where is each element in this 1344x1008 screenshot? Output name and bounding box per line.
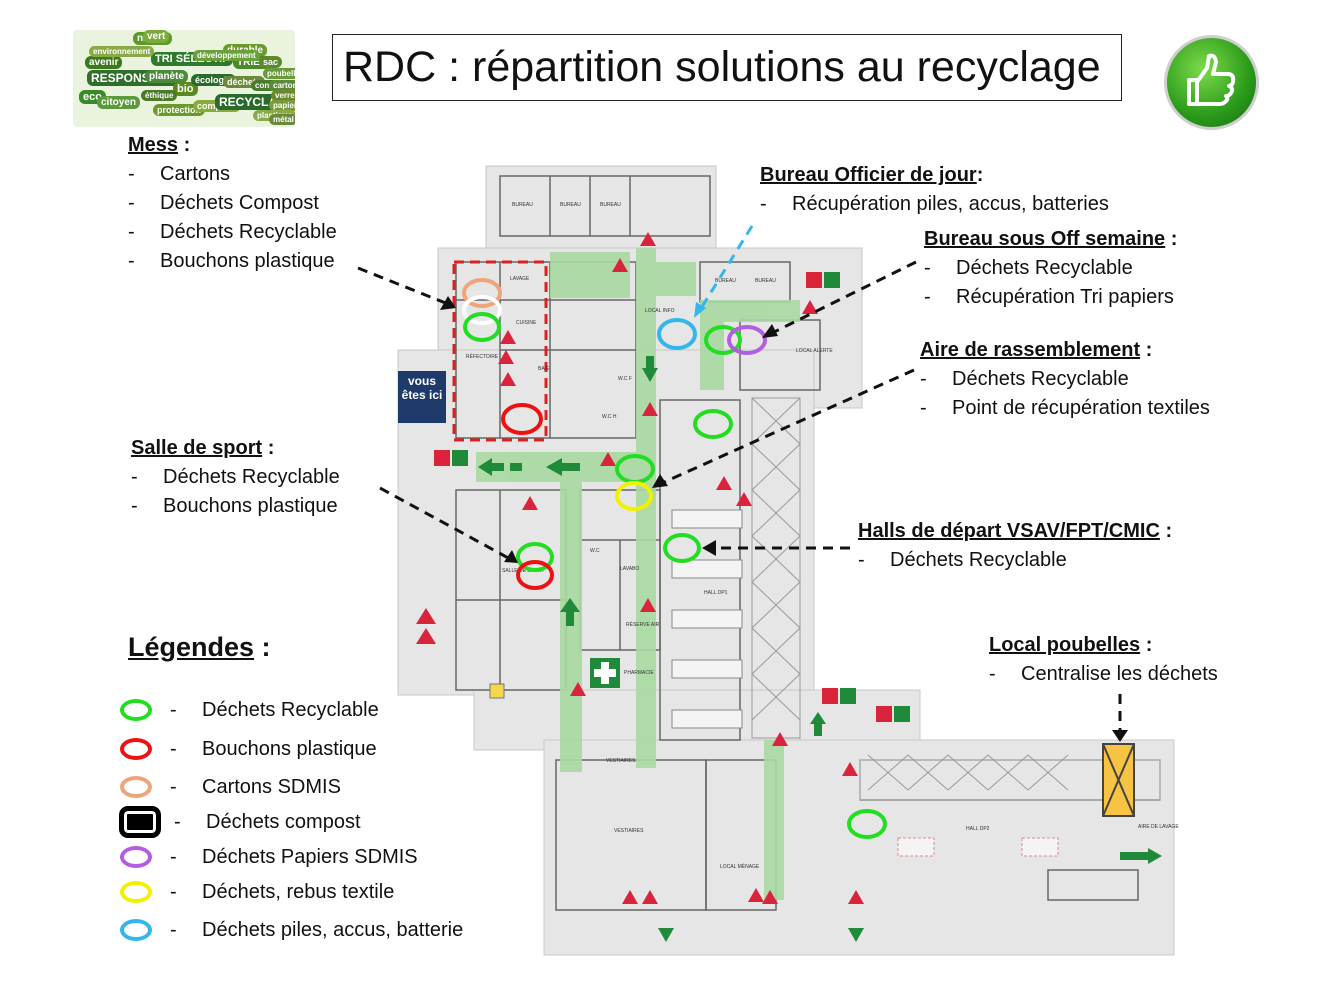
legend-item: -Bouchons plastique [120,732,377,766]
logo-word: vert [143,30,170,43]
logo-word: éthique [141,90,178,101]
legend-ring-icon [120,807,160,837]
legend-item-label: Déchets, rebus textile [202,880,395,903]
section-local-poubelles: Local poubelles : -Centralise les déchet… [989,634,1218,685]
page-title: RDC : répartition solutions au recyclage [332,34,1122,101]
logo-word: poubelle [263,68,295,79]
recycling-word-cloud-logo: naturevertTRI SÉLECTIFdurableTRIERavenir… [73,30,295,127]
plan-label-pharmacie: PHARMACIE [624,670,654,676]
legend-ring-icon [120,881,152,903]
ring-compost-mess [462,295,502,325]
legend-item-label: Cartons SDMIS [202,775,341,798]
plan-label-bureau-4: BUREAU [715,278,736,284]
plan-label-lavage: LAVAGE [510,276,530,282]
plan-label-bureau-5: BUREAU [755,278,776,284]
legend-ring-icon [120,846,152,868]
section-bureau-officier: Bureau Officier de jour: -Récupération p… [760,164,1109,215]
legend-item: -Déchets compost [120,805,361,839]
logo-word: citoyen [97,96,141,109]
legend-item: -Cartons SDMIS [120,770,341,804]
legend-item-label: Déchets Recyclable [202,698,379,721]
section-mess-title: Mess [128,134,179,156]
plan-label-aire-lavage: AIRE DE LAVAGE [1138,824,1179,830]
ring-recyclable-halls-depart [663,533,701,563]
section-officier-title: Bureau Officier de jour [760,164,977,186]
legend-item: -Déchets Recyclable [120,693,379,727]
section-bureau-sous-off: Bureau sous Off semaine : -Déchets Recyc… [924,228,1178,308]
logo-word: verre [271,90,295,101]
logo-word: bio [173,82,198,96]
legend-item-label: Déchets Papiers SDMIS [202,845,418,868]
plan-label-wc: W.C [590,548,600,554]
logo-word: carton [269,80,295,91]
section-aire-rassemblement: Aire de rassemblement : -Déchets Recycla… [920,339,1210,419]
section-poubelles-title: Local poubelles [989,634,1141,656]
ring-recyclable-hall [693,409,733,439]
logo-word: environnement [89,46,155,57]
ring-papiers-sous-off [727,325,767,355]
legend-item-label: Déchets compost [206,810,361,833]
logo-word: papier [269,100,295,111]
legend-item: -Déchets Papiers SDMIS [120,840,418,874]
legend-ring-icon [120,919,152,941]
legend-item: -Déchets, rebus textile [120,875,394,909]
plan-label-cuisine: CUISINE [516,320,537,326]
ring-recyclable-sport [516,542,554,572]
legend-item-label: Bouchons plastique [202,737,377,760]
logo-word: métal [269,114,295,125]
plan-label-bureau-3: BUREAU [600,202,621,208]
legend-ring-icon [120,699,152,721]
legend-ring-icon [120,738,152,760]
plan-label-local-menage: LOCAL MÉNAGE [720,863,760,870]
plan-label-vestiaires-2: VESTIAIRES [614,828,644,834]
legend-item-label: Déchets piles, accus, batterie [202,918,464,941]
section-sport-title: Salle de sport [131,437,263,459]
section-mess: Mess : -Cartons -Déchets Compost -Déchet… [128,134,337,272]
plan-label-hall-dp1: HALL DP1 [704,590,728,596]
plan-label-local-alerte: LOCAL ALERTE [796,348,833,354]
section-aire-title: Aire de rassemblement [920,339,1141,361]
section-halls-depart: Halls de départ VSAV/FPT/CMIC : -Déchets… [858,520,1173,571]
ring-recyclable-hall-dp2 [847,809,887,839]
plan-label-local-info: LOCAL INFO [645,308,675,314]
logo-word: développement [193,50,260,61]
plan-label-bureau-1: BUREAU [512,202,533,208]
legend-item: -Déchets piles, accus, batterie [120,913,463,947]
ring-textile-rassemblement [615,481,653,511]
plan-label-lavabo: LAVABO [620,566,639,572]
logo-word: sac [259,56,283,68]
logo-word: protection [153,104,205,116]
you-are-here-marker: vous êtes ici [398,371,446,423]
ring-bouchons-mess [501,403,543,435]
section-sous-off-title: Bureau sous Off semaine [924,228,1166,250]
ring-bouchons-sport [516,560,554,590]
section-halls-title: Halls de départ VSAV/FPT/CMIC [858,520,1160,542]
plan-label-baie: BAIE [538,366,550,372]
ring-piles-bureau-officier [657,318,697,350]
ring-recyclable-mess [463,312,501,342]
legend-title: Légendes : [128,632,271,662]
plan-label-hall-dp2: HALL DP2 [966,826,990,832]
thumbs-up-icon [1164,35,1259,130]
plan-label-reserve-air: RÉSERVE AIR [626,621,660,628]
plan-label-sport: SALLE DE SPORT [502,568,544,574]
ring-cartons-mess [462,278,502,308]
logo-word: avenir [85,56,123,69]
ring-recyclable-sous-off [704,325,742,355]
plan-label-refectoire: RÉFECTOIRE [466,353,499,360]
logo-word: planète [145,70,189,83]
plan-label-vestiaires-1: VESTIAIRES [606,758,636,764]
plan-label-wc-h: W.C H [602,414,617,420]
plan-label-wc-f: W.C F [618,376,632,382]
section-salle-sport: Salle de sport : -Déchets Recyclable -Bo… [131,437,340,517]
legend-ring-icon [120,776,152,798]
plan-label-bureau-2: BUREAU [560,202,581,208]
